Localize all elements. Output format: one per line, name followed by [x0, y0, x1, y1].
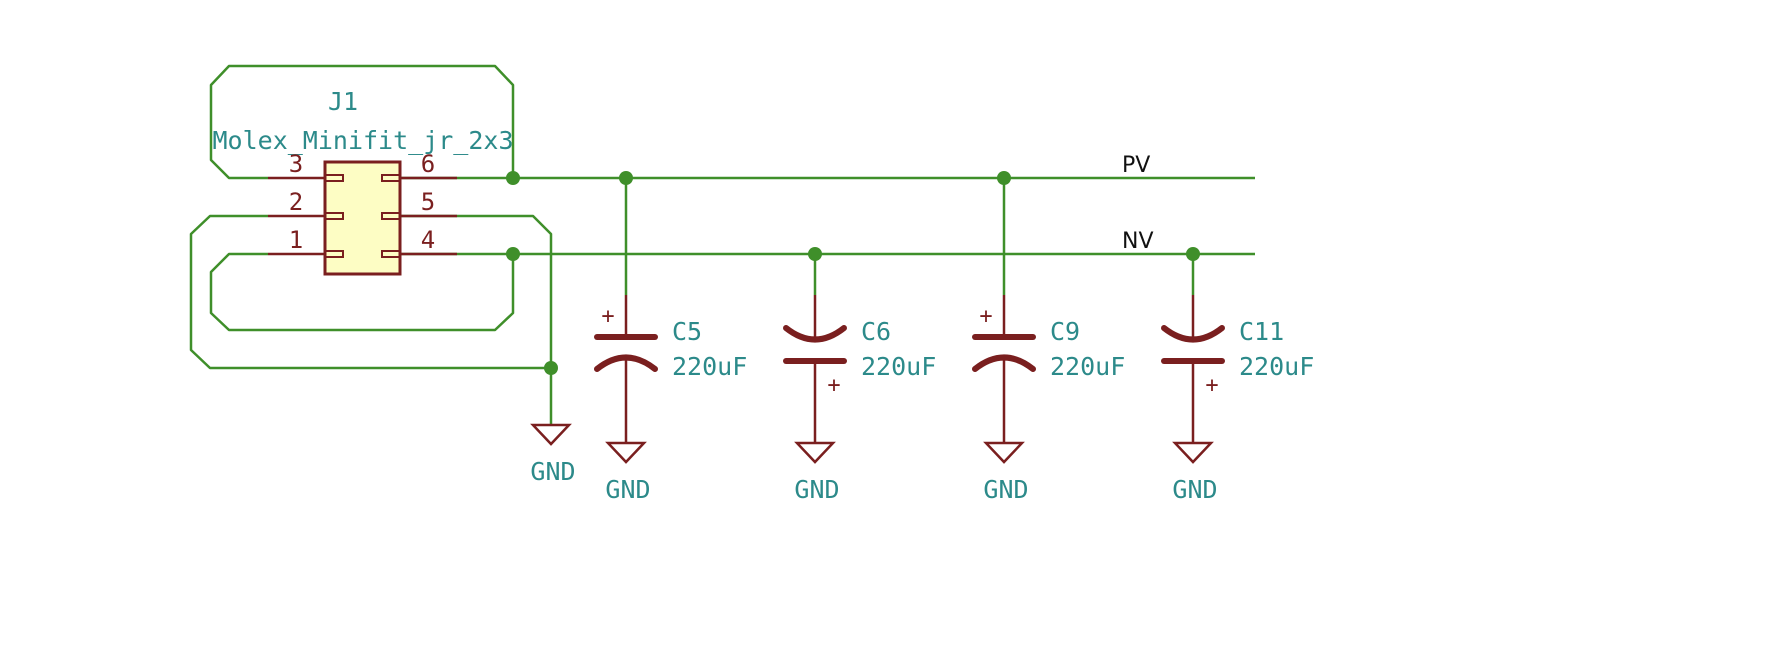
junction-dot — [619, 171, 633, 185]
junction-dot — [1186, 247, 1200, 261]
connector-j1[interactable]: J1 Molex_Minifit_jr_2x3 3 2 1 6 5 4 — [212, 87, 514, 276]
polarity-plus: + — [979, 304, 992, 329]
ground-icon — [605, 441, 647, 464]
pin-number-1: 1 — [289, 226, 303, 254]
gnd-symbol-main: GND — [530, 423, 576, 486]
connector-ref: J1 — [328, 87, 358, 116]
contact-slot — [324, 250, 344, 258]
capacitor-ref: C11 — [1239, 317, 1284, 346]
junctions — [506, 171, 1200, 375]
pin-number-2: 2 — [289, 188, 303, 216]
polarity-plus: + — [601, 304, 614, 329]
junction-dot — [808, 247, 822, 261]
gnd-label: GND — [605, 475, 650, 504]
polarity-plus: + — [827, 373, 840, 398]
ground-icon — [530, 423, 572, 446]
capacitor-c6[interactable]: + C6 220uF GND — [783, 295, 936, 504]
capacitor-ref: C5 — [672, 317, 702, 346]
gnd-label: GND — [983, 475, 1028, 504]
capacitor-c5[interactable]: + C5 220uF GND — [594, 295, 747, 504]
junction-dot — [997, 171, 1011, 185]
pin-number-4: 4 — [421, 226, 435, 254]
contact-slot — [381, 174, 401, 182]
junction-dot — [506, 171, 520, 185]
contact-slot — [324, 174, 344, 182]
ground-icon — [794, 441, 836, 464]
polarity-plus: + — [1205, 373, 1218, 398]
contact-slot — [324, 212, 344, 220]
net-label-nv: NV — [1122, 229, 1154, 254]
capacitor-ref: C9 — [1050, 317, 1080, 346]
capacitor-value: 220uF — [1239, 352, 1314, 381]
contact-slot — [381, 212, 401, 220]
capacitor-value: 220uF — [861, 352, 936, 381]
wire-loop-pin1 — [209, 252, 515, 332]
capacitor-plate-curved — [594, 354, 658, 372]
wires — [189, 64, 1255, 425]
pin-number-6: 6 — [421, 150, 435, 178]
gnd-label: GND — [1172, 475, 1217, 504]
pin-number-5: 5 — [421, 188, 435, 216]
capacitor-plate-curved — [1161, 325, 1225, 343]
capacitor-value: 220uF — [1050, 352, 1125, 381]
gnd-label: GND — [794, 475, 839, 504]
capacitor-value: 220uF — [672, 352, 747, 381]
wire-loop-pin2 — [189, 214, 551, 370]
capacitor-c11[interactable]: + C11 220uF GND — [1161, 295, 1314, 504]
net-label-pv: PV — [1122, 153, 1150, 178]
junction-dot — [544, 361, 558, 375]
pin-number-3: 3 — [289, 150, 303, 178]
junction-dot — [506, 247, 520, 261]
contact-slot — [381, 250, 401, 258]
capacitor-c9[interactable]: + C9 220uF GND — [972, 295, 1125, 504]
wire-pin5-gnd — [400, 214, 553, 425]
ground-icon — [983, 441, 1025, 464]
ground-icon — [1172, 441, 1214, 464]
capacitor-plate-curved — [972, 354, 1036, 372]
connector-value: Molex_Minifit_jr_2x3 — [212, 126, 513, 155]
capacitor-ref: C6 — [861, 317, 891, 346]
wire-loop-pin3 — [209, 64, 515, 180]
gnd-label: GND — [530, 457, 575, 486]
capacitor-plate-curved — [783, 325, 847, 343]
